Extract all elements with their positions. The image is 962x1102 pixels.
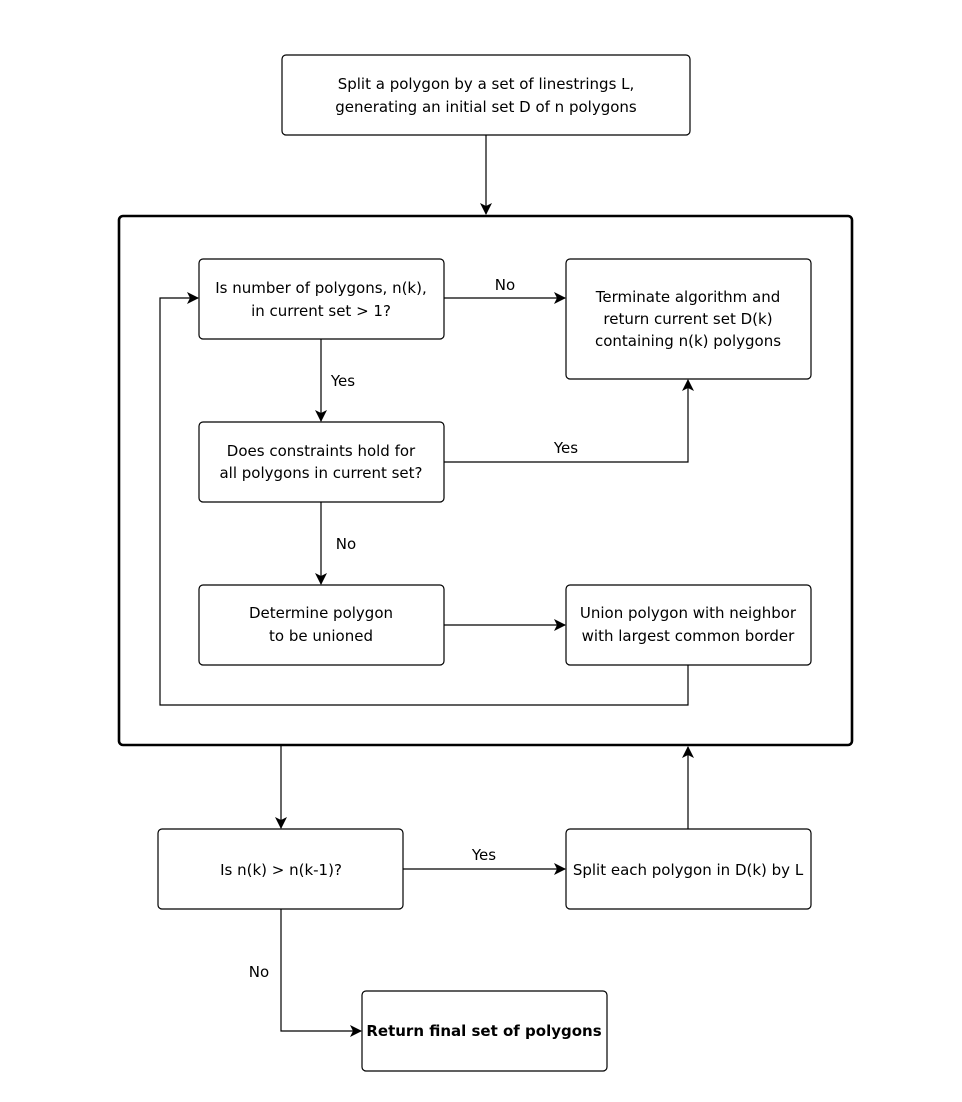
node-split-each: Split each polygon in D(k) by L: [565, 828, 812, 910]
node-split-initial: Split a polygon by a set of linestrings …: [281, 54, 691, 136]
node-determine-polygon-line-1: Determine polygon: [249, 604, 393, 622]
edge-compare-no: [280, 909, 362, 1037]
node-return-final: Return final set of polygons: [361, 990, 608, 1072]
node-determine-polygon-line-2: to be unioned: [269, 627, 373, 645]
node-check-count: Is number of polygons, n(k), in current …: [198, 258, 445, 340]
node-check-constraints: Does constraints hold for all polygons i…: [198, 421, 445, 503]
edge-compare-yes-label: Yes: [471, 846, 496, 864]
node-union-neighbor: Union polygon with neighbor with largest…: [565, 584, 812, 666]
node-check-constraints-line-2: all polygons in current set?: [219, 464, 422, 482]
edge-compare-no-label: No: [249, 963, 269, 981]
edge-constraints-no-label: No: [336, 535, 356, 553]
node-check-count-line-2: in current set > 1?: [251, 302, 391, 320]
node-check-count-line-1: Is number of polygons, n(k),: [215, 279, 427, 297]
edge-constraints-yes: [444, 379, 694, 463]
node-compare-counts: Is n(k) > n(k-1)?: [157, 828, 404, 910]
edge-constraints-yes-label: Yes: [553, 439, 578, 457]
edge-count-no-label: No: [495, 276, 515, 294]
iteration-container: [117, 214, 854, 747]
node-union-neighbor-line-1: Union polygon with neighbor: [580, 604, 797, 622]
node-check-constraints-line-1: Does constraints hold for: [227, 442, 416, 460]
node-terminate-line-3: containing n(k) polygons: [595, 332, 781, 350]
node-return-final-line-1: Return final set of polygons: [366, 1022, 601, 1040]
node-split-initial-line-1: Split a polygon by a set of linestrings …: [338, 75, 635, 93]
node-terminate-line-1: Terminate algorithm and: [595, 288, 780, 306]
node-compare-counts-line-1: Is n(k) > n(k-1)?: [220, 861, 342, 879]
node-determine-polygon: Determine polygon to be unioned: [198, 584, 445, 666]
edge-count-yes-label: Yes: [330, 372, 355, 390]
edge-loop-back: [159, 292, 689, 706]
node-terminate-line-2: return current set D(k): [603, 310, 772, 328]
node-split-each-line-1: Split each polygon in D(k) by L: [573, 861, 804, 879]
node-union-neighbor-line-2: with largest common border: [582, 627, 796, 645]
node-terminate: Terminate algorithm and return current s…: [565, 258, 812, 380]
node-split-initial-line-2: generating an initial set D of n polygon…: [335, 98, 637, 116]
